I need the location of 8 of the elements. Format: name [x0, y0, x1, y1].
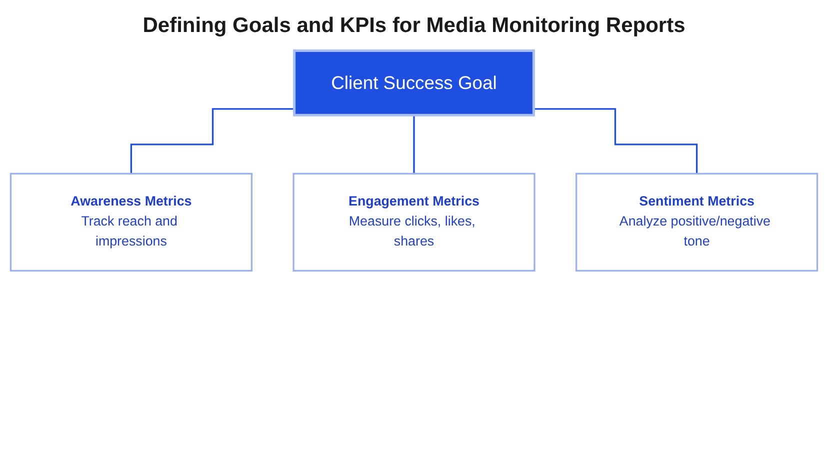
- connector: [534, 108, 698, 175]
- connector: [413, 114, 415, 175]
- diagram-title: Defining Goals and KPIs for Media Monitoring Reports: [142, 14, 686, 38]
- connector: [130, 108, 294, 175]
- node-box: Sentiment Metrics Analyze positive/negative tone: [575, 172, 818, 272]
- node-box: Awareness Metrics Track reach and impressions: [10, 172, 253, 272]
- node-box: Client Success Goal: [293, 49, 535, 116]
- node-box: Engagement Metrics Measure clicks, likes, shares: [292, 172, 536, 272]
